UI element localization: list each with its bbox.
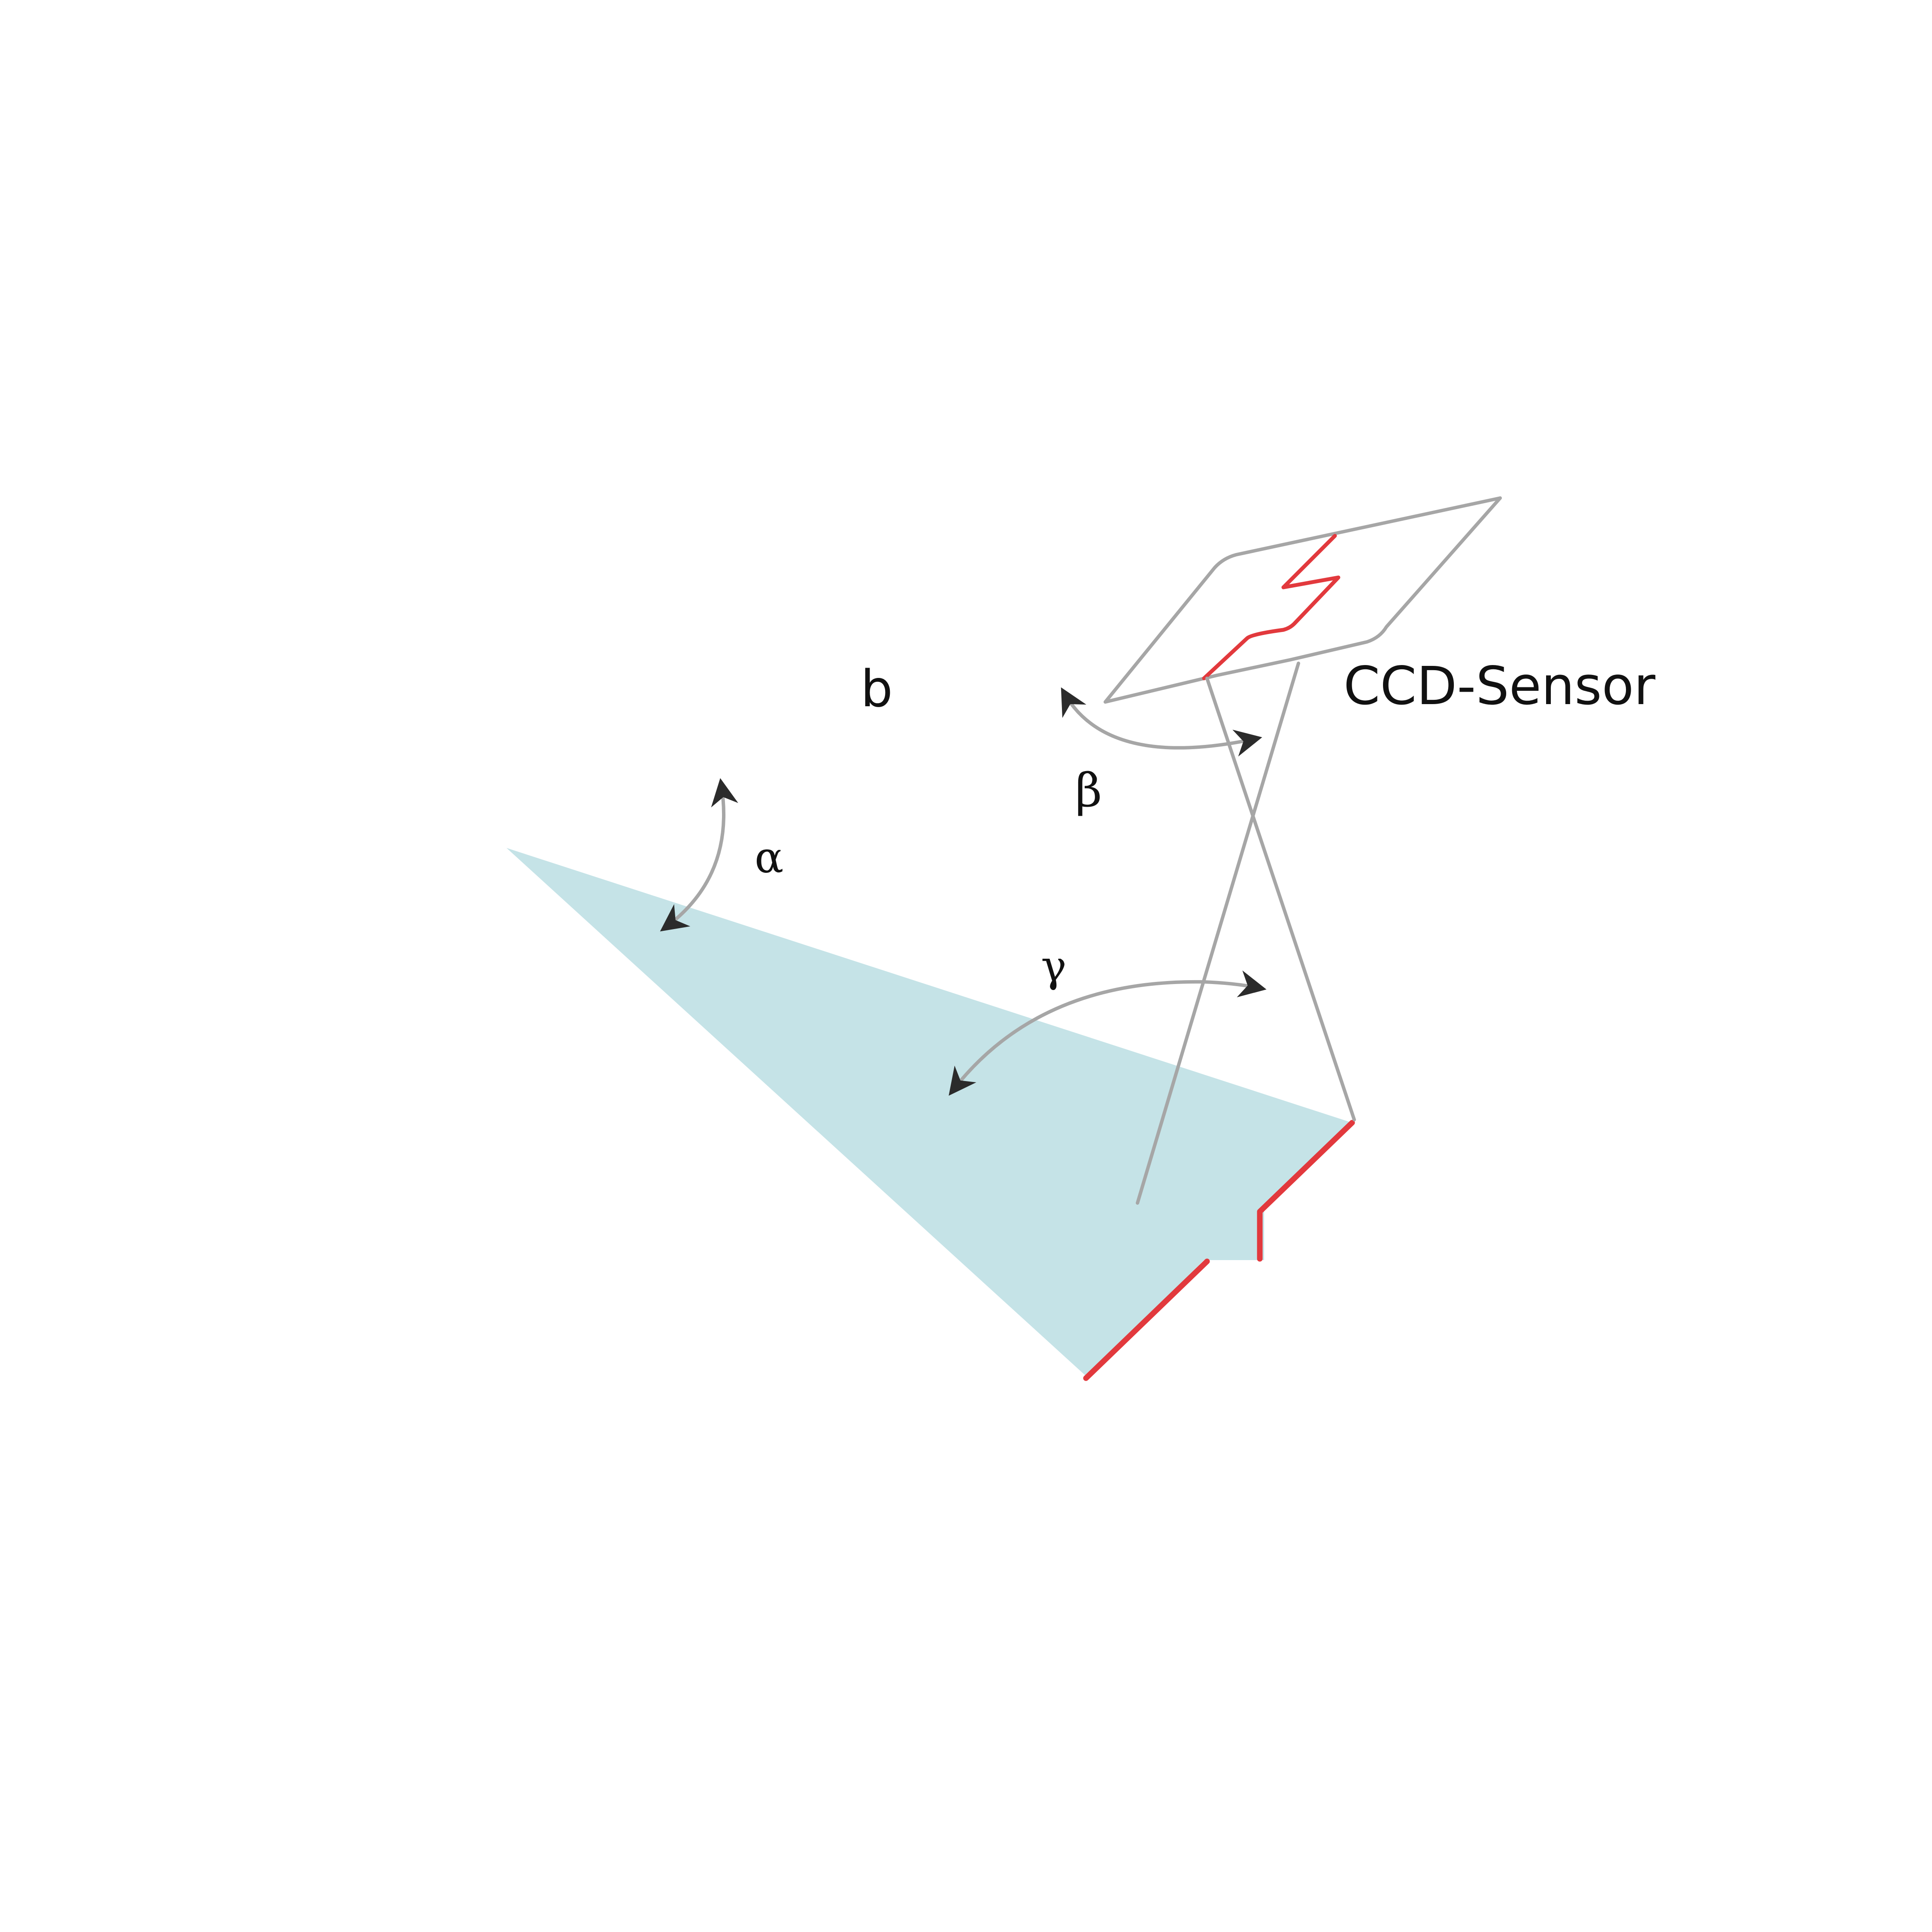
gamma-label: γ	[1041, 941, 1067, 991]
optical-ray-left	[1136, 662, 1300, 1205]
laser-beam-fan	[507, 848, 1352, 1376]
ccd-sensor-plane	[1104, 496, 1502, 704]
object-profile-line-lower	[1083, 1258, 1210, 1381]
baseline-label: b	[861, 659, 893, 718]
beta-label: β	[1075, 764, 1102, 817]
sensor-image-line	[1202, 534, 1341, 680]
object-profile-line	[1257, 1120, 1355, 1262]
alpha-angle-arrow	[660, 778, 738, 932]
gamma-angle-arrow	[949, 970, 1267, 1096]
beta-angle-arrow	[1061, 687, 1262, 757]
alpha-label: α	[755, 832, 784, 883]
ccd-sensor-label: CCD-Sensor	[1344, 656, 1656, 717]
